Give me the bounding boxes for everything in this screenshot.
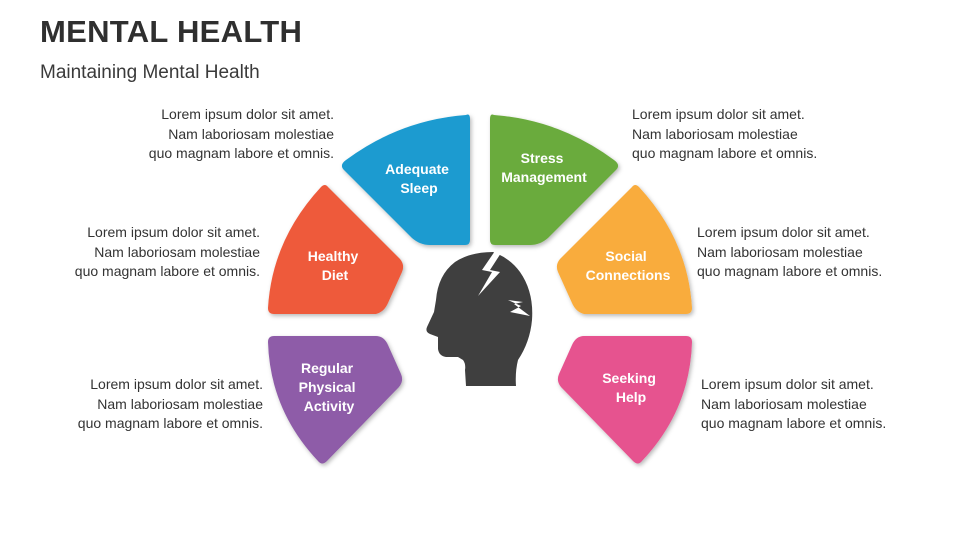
description-social-connections: Lorem ipsum dolor sit amet. Nam laborios… bbox=[697, 224, 883, 279]
crack-mark bbox=[478, 251, 501, 296]
label-adequate-sleep: Adequate Sleep bbox=[385, 161, 453, 196]
page-title: MENTAL HEALTH bbox=[40, 14, 303, 49]
page-subtitle: Maintaining Mental Health bbox=[40, 62, 260, 83]
segment-social-connections bbox=[556, 185, 692, 314]
description-regular-physical-activity: Lorem ipsum dolor sit amet. Nam laborios… bbox=[77, 376, 263, 431]
label-seeking-help: Seeking Help bbox=[602, 370, 660, 405]
description-seeking-help: Lorem ipsum dolor sit amet. Nam laborios… bbox=[701, 376, 887, 431]
description-stress-management: Lorem ipsum dolor sit amet. Nam laborios… bbox=[632, 106, 818, 161]
description-adequate-sleep: Lorem ipsum dolor sit amet. Nam laborios… bbox=[148, 106, 334, 161]
description-healthy-diet: Lorem ipsum dolor sit amet. Nam laborios… bbox=[74, 224, 260, 279]
label-stress-management: Stress Management bbox=[501, 150, 587, 185]
segment-healthy-diet bbox=[268, 185, 404, 314]
segment-seeking-help bbox=[557, 336, 692, 464]
segment-adequate-sleep bbox=[341, 114, 470, 245]
broken-head-icon bbox=[426, 251, 533, 386]
label-regular-physical-activity: Regular Physical Activity bbox=[299, 360, 360, 414]
head-silhouette bbox=[426, 252, 533, 386]
segment-regular-physical-activity bbox=[268, 336, 403, 464]
crack-mark-lower bbox=[508, 300, 530, 316]
segment-stress-management bbox=[490, 114, 619, 245]
label-social-connections: Social Connections bbox=[586, 248, 671, 283]
label-healthy-diet: Healthy Diet bbox=[308, 248, 362, 283]
